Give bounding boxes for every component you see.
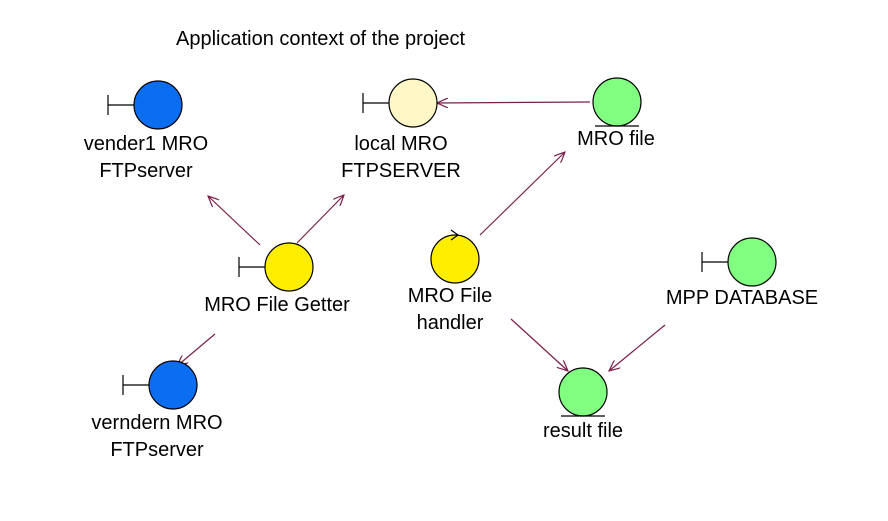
connector-getter-to-local — [296, 195, 344, 244]
boundary-circle — [148, 360, 198, 410]
boundary-circle — [727, 237, 777, 287]
connector-mpp-to-result — [609, 324, 666, 371]
connector-getter-to-vender1 — [208, 196, 261, 246]
node-label: MRO File Getter — [204, 294, 350, 316]
node-label: verndern MRO — [91, 412, 222, 434]
control-arrowhead — [450, 229, 460, 241]
control-circle — [430, 234, 480, 284]
node-label: FTPserver — [99, 160, 193, 182]
boundary-circle — [133, 80, 183, 130]
node-label: vender1 MRO — [84, 133, 209, 155]
connector-handler-to-mrofile — [479, 152, 565, 236]
node-label: local MRO — [354, 133, 447, 155]
diagram-title: Application context of the project — [176, 28, 466, 50]
node-local: local MRO FTPSERVER — [341, 78, 461, 182]
node-getter: MRO File Getter — [204, 242, 350, 316]
connector-mrofile-to-local — [437, 102, 591, 103]
node-label: MPP DATABASE — [666, 287, 818, 309]
node-mpp: MPP DATABASE — [666, 237, 818, 309]
entity-circle — [592, 77, 642, 127]
nodes: vender1 MRO FTPserver local MRO FTPSERVER MR… — [84, 77, 818, 461]
node-label: FTPSERVER — [341, 160, 461, 182]
node-vender1: vender1 MRO FTPserver — [84, 80, 209, 182]
node-label: MRO File — [408, 285, 492, 307]
boundary-circle — [264, 242, 314, 292]
node-handler: MRO File handler — [408, 229, 492, 334]
node-result: result file — [543, 367, 623, 442]
node-verndern: verndern MRO FTPserver — [91, 360, 223, 461]
connector-getter-to-verndern — [177, 333, 216, 366]
node-label: MRO file — [577, 128, 655, 150]
node-label: FTPserver — [110, 439, 204, 461]
node-label: result file — [543, 420, 623, 442]
node-mrofile: MRO file — [577, 77, 655, 150]
entity-circle — [558, 367, 608, 417]
boundary-circle — [388, 78, 438, 128]
connector-handler-to-result — [510, 318, 568, 371]
connectors — [177, 102, 666, 371]
node-label: handler — [417, 312, 484, 334]
